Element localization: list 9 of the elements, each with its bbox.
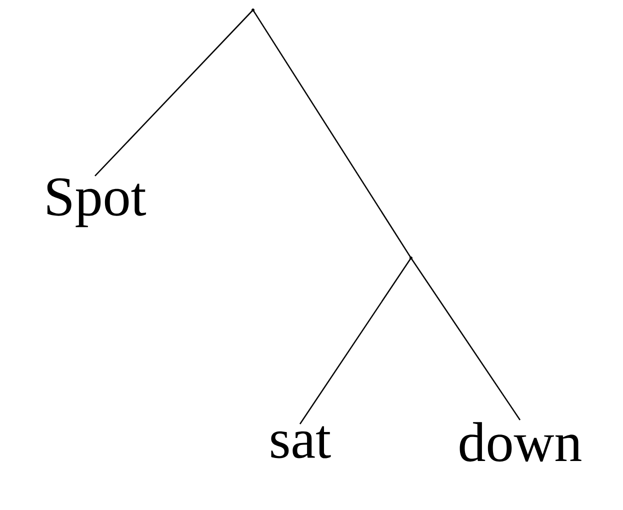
branch-point [410,256,412,260]
word: Spot [47,178,146,228]
tree-branch [410,258,521,420]
word: down [460,422,582,462]
tree-branch [299,258,412,424]
tree-branch [94,10,254,176]
branch-point [252,8,254,12]
tree-branch [252,10,412,258]
word: sat [271,426,331,458]
